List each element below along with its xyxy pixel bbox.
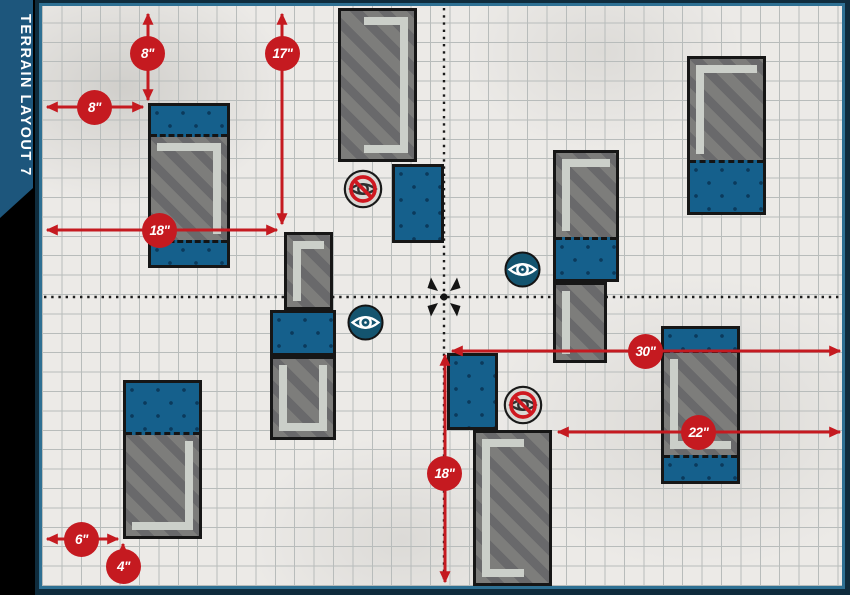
objective-zone xyxy=(556,237,616,279)
objective-zone xyxy=(151,106,227,137)
eye-visible-marker xyxy=(347,304,384,341)
ruin-wall xyxy=(364,17,408,153)
ruin-wall xyxy=(293,241,324,301)
ruin-footprint xyxy=(690,59,763,160)
measurement-badge: 6" xyxy=(64,522,99,557)
objective-piece-upper-center xyxy=(392,164,444,243)
measurement-badge: 8" xyxy=(130,36,165,71)
objective-zone xyxy=(450,356,495,427)
eye-blocked-marker xyxy=(343,169,383,209)
objective-zone xyxy=(395,167,441,240)
ruin-footprint xyxy=(287,235,330,307)
ruin-piece-top-right xyxy=(687,56,766,215)
objective-zone xyxy=(690,160,763,212)
ruin-wall xyxy=(157,143,221,234)
measurement-badge: 8" xyxy=(77,90,112,125)
ruin-piece-bottom-left xyxy=(123,380,202,539)
ruin-footprint xyxy=(341,11,414,159)
ruin-footprint xyxy=(556,285,604,360)
eye-icon xyxy=(504,251,541,288)
ruin-footprint xyxy=(126,435,199,536)
measurement-badge: 30" xyxy=(628,334,663,369)
no-sight-eye-icon xyxy=(343,169,383,209)
ruin-piece-center-upper xyxy=(284,232,333,310)
ruin-wall xyxy=(482,439,525,577)
ruin-footprint xyxy=(273,359,333,437)
measurement-badge: 17" xyxy=(265,36,300,71)
measurement-label: 18" xyxy=(434,466,455,481)
ruin-footprint xyxy=(664,353,737,455)
ruin-piece-bottom-center xyxy=(473,430,552,586)
measurement-label: 18" xyxy=(149,223,170,238)
ruin-footprint xyxy=(476,433,549,583)
ruin-footprint xyxy=(556,153,616,237)
objective-zone xyxy=(151,240,227,265)
ruin-piece-right-center-lower xyxy=(553,282,607,363)
ruin-piece-top-left xyxy=(148,103,230,268)
measurement-label: 4" xyxy=(117,559,130,574)
eye-icon xyxy=(347,304,384,341)
ruin-piece-right-center xyxy=(553,150,619,282)
objective-zone xyxy=(273,313,333,353)
eye-blocked-marker xyxy=(503,385,543,425)
objective-zone xyxy=(664,455,737,481)
objective-piece-bottom-center xyxy=(447,353,498,430)
measurement-label: 8" xyxy=(141,46,154,61)
ruin-footprint xyxy=(151,137,227,240)
layout-title-banner: TERRAIN LAYOUT 7 xyxy=(0,0,33,218)
measurement-badge: 18" xyxy=(142,213,177,248)
measurement-label: 22" xyxy=(688,425,709,440)
layout-title: TERRAIN LAYOUT 7 xyxy=(17,14,33,177)
no-sight-eye-icon xyxy=(503,385,543,425)
ruin-piece-bottom-right xyxy=(661,326,740,484)
measurement-label: 30" xyxy=(635,344,656,359)
measurement-badge: 4" xyxy=(106,549,141,584)
eye-visible-marker xyxy=(504,251,541,288)
ruin-wall xyxy=(562,159,610,231)
ruin-piece-top-center xyxy=(338,8,417,162)
measurement-badge: 18" xyxy=(427,456,462,491)
measurement-label: 17" xyxy=(272,46,293,61)
objective-piece-center xyxy=(270,310,336,356)
objective-zone xyxy=(664,329,737,353)
ruin-wall xyxy=(562,291,598,354)
objective-zone xyxy=(126,383,199,435)
measurement-badge: 22" xyxy=(681,415,716,450)
ruin-wall xyxy=(279,365,327,431)
measurement-label: 8" xyxy=(88,100,101,115)
ruin-wall xyxy=(696,65,757,154)
ruin-piece-center-lower xyxy=(270,356,336,440)
measurement-label: 6" xyxy=(75,532,88,547)
ruin-wall xyxy=(132,441,193,530)
